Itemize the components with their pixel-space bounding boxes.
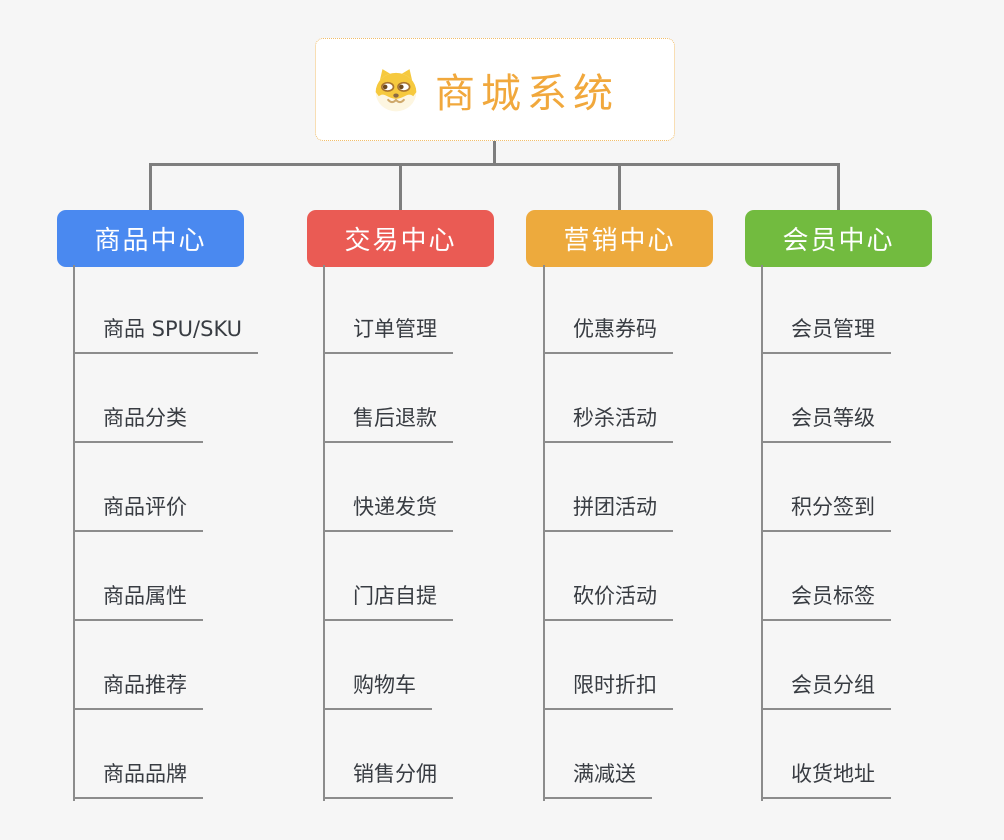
root-node[interactable]: 商城系统	[315, 38, 675, 141]
leaf-node[interactable]: 订单管理	[323, 265, 573, 354]
branch-connector-bus	[149, 163, 840, 166]
root-title: 商城系统	[435, 70, 619, 117]
branch-trade-center[interactable]: 交易中心	[307, 210, 494, 267]
branch-column-product: 商品 SPU/SKU 商品分类 商品评价 商品属性 商品推荐 商品品牌	[73, 265, 323, 801]
leaf-label: 门店自提	[323, 580, 453, 621]
leaf-node[interactable]: 门店自提	[323, 532, 573, 621]
column-trunk-line	[761, 265, 763, 801]
leaf-node[interactable]: 商品属性	[73, 532, 323, 621]
leaf-label: 商品分类	[73, 402, 203, 443]
branch-label: 交易中心	[344, 226, 457, 256]
leaf-label: 秒杀活动	[543, 402, 673, 443]
leaf-label: 快递发货	[323, 491, 453, 532]
leaf-label: 限时折扣	[543, 669, 673, 710]
leaf-label: 商品 SPU/SKU	[73, 313, 259, 354]
leaf-label: 商品推荐	[73, 669, 203, 710]
branch-label: 营销中心	[563, 226, 676, 256]
leaf-node[interactable]: 优惠券码	[543, 265, 793, 354]
leaf-node[interactable]: 商品推荐	[73, 621, 323, 710]
leaf-node[interactable]: 秒杀活动	[543, 354, 793, 443]
branch-member-center[interactable]: 会员中心	[745, 210, 932, 267]
leaf-label: 收货地址	[761, 758, 891, 799]
leaf-node[interactable]: 会员标签	[761, 532, 1004, 621]
branch-connector-drop	[618, 165, 621, 210]
leaf-node[interactable]: 限时折扣	[543, 621, 793, 710]
leaf-node[interactable]: 快递发货	[323, 443, 573, 532]
leaf-node[interactable]: 积分签到	[761, 443, 1004, 532]
leaf-label: 商品品牌	[73, 758, 203, 799]
leaf-label: 购物车	[323, 669, 432, 710]
branch-marketing-center[interactable]: 营销中心	[526, 210, 713, 267]
leaf-label: 满减送	[543, 758, 652, 799]
leaf-node[interactable]: 商品评价	[73, 443, 323, 532]
leaf-label: 会员标签	[761, 580, 891, 621]
leaf-node[interactable]: 购物车	[323, 621, 573, 710]
leaf-node[interactable]: 会员管理	[761, 265, 1004, 354]
leaf-node[interactable]: 会员分组	[761, 621, 1004, 710]
leaf-label: 售后退款	[323, 402, 453, 443]
column-trunk-line	[73, 265, 75, 801]
branch-label: 会员中心	[782, 226, 895, 256]
leaf-label: 砍价活动	[543, 580, 673, 621]
leaf-node[interactable]: 拼团活动	[543, 443, 793, 532]
branch-connector-drop	[149, 165, 152, 210]
leaf-node[interactable]: 会员等级	[761, 354, 1004, 443]
leaf-label: 会员管理	[761, 313, 891, 354]
leaf-label: 拼团活动	[543, 491, 673, 532]
shiba-dog-face-icon	[375, 68, 417, 111]
branch-connector-drop	[837, 165, 840, 210]
branch-product-center[interactable]: 商品中心	[57, 210, 244, 267]
leaf-label: 会员等级	[761, 402, 891, 443]
leaf-label: 优惠券码	[543, 313, 673, 354]
leaf-node[interactable]: 销售分佣	[323, 710, 573, 799]
leaf-label: 订单管理	[323, 313, 453, 354]
leaf-node[interactable]: 商品品牌	[73, 710, 323, 799]
branch-column-marketing: 优惠券码 秒杀活动 拼团活动 砍价活动 限时折扣 满减送	[543, 265, 793, 801]
leaf-node[interactable]: 商品 SPU/SKU	[73, 265, 323, 354]
branch-connector-drop	[399, 165, 402, 210]
leaf-label: 商品评价	[73, 491, 203, 532]
branch-label: 商品中心	[94, 226, 207, 256]
leaf-node[interactable]: 售后退款	[323, 354, 573, 443]
column-trunk-line	[543, 265, 545, 801]
leaf-node[interactable]: 满减送	[543, 710, 793, 799]
leaf-node[interactable]: 收货地址	[761, 710, 1004, 799]
leaf-label: 会员分组	[761, 669, 891, 710]
leaf-label: 积分签到	[761, 491, 891, 532]
leaf-label: 销售分佣	[323, 758, 453, 799]
leaf-node[interactable]: 砍价活动	[543, 532, 793, 621]
branch-column-trade: 订单管理 售后退款 快递发货 门店自提 购物车 销售分佣	[323, 265, 573, 801]
branch-column-member: 会员管理 会员等级 积分签到 会员标签 会员分组 收货地址	[761, 265, 1004, 801]
root-connector-stub	[493, 140, 496, 166]
column-trunk-line	[323, 265, 325, 801]
leaf-label: 商品属性	[73, 580, 203, 621]
leaf-node[interactable]: 商品分类	[73, 354, 323, 443]
